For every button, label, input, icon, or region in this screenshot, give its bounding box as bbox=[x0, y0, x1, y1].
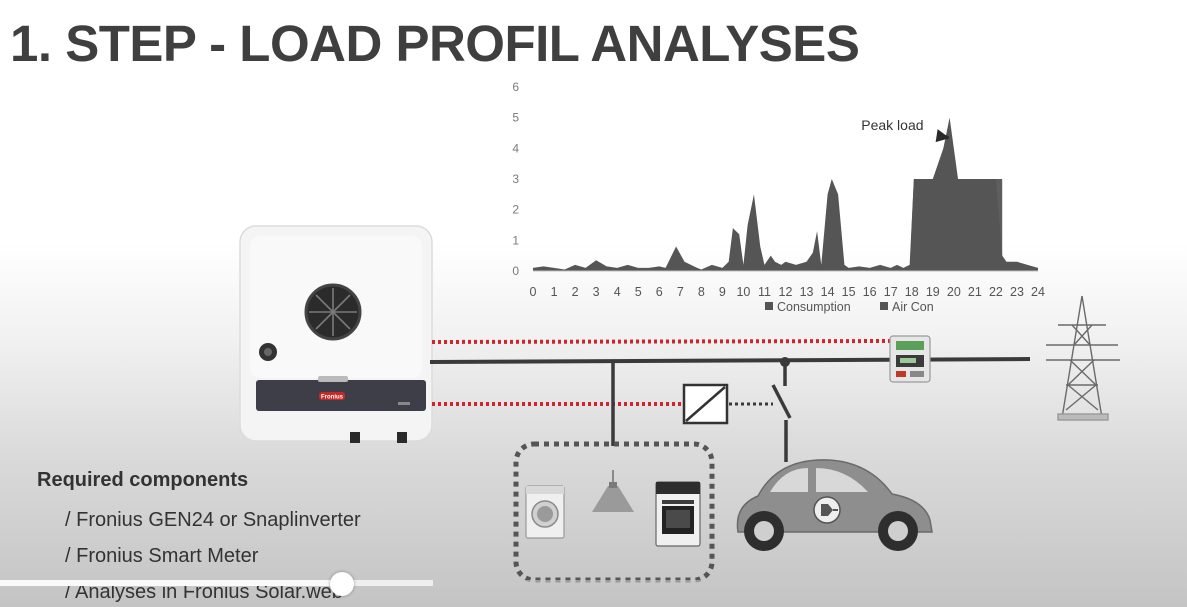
y-tick-label: 6 bbox=[512, 80, 519, 94]
x-tick-label: 14 bbox=[821, 285, 835, 299]
y-axis-ticks: 0 1 2 3 4 5 6 bbox=[512, 80, 519, 278]
slide-title: 1. STEP - LOAD PROFIL ANALYSES bbox=[10, 15, 860, 72]
y-tick-label: 2 bbox=[512, 203, 519, 217]
legend-swatch bbox=[880, 302, 888, 310]
switch-icon bbox=[771, 384, 792, 419]
x-tick-label: 22 bbox=[989, 285, 1003, 299]
x-tick-label: 5 bbox=[635, 285, 642, 299]
annotation-arrowhead bbox=[935, 129, 950, 143]
y-tick-label: 1 bbox=[512, 233, 519, 247]
x-tick-label: 20 bbox=[947, 285, 961, 299]
relay-icon bbox=[682, 383, 729, 425]
progress-track[interactable] bbox=[0, 580, 1187, 586]
video-progress-bar[interactable] bbox=[0, 572, 1187, 596]
inverter-icon: Fronius bbox=[239, 225, 433, 443]
x-tick-label: 10 bbox=[736, 285, 750, 299]
x-tick-label: 6 bbox=[656, 285, 663, 299]
washing-machine-icon bbox=[525, 485, 565, 539]
x-tick-label: 4 bbox=[614, 285, 621, 299]
x-tick-label: 12 bbox=[779, 285, 793, 299]
x-tick-label: 9 bbox=[719, 285, 726, 299]
x-tick-label: 21 bbox=[968, 285, 982, 299]
component-item: / Fronius GEN24 or Snaplinverter bbox=[65, 509, 361, 531]
ceiling-lamp-icon bbox=[592, 470, 634, 512]
x-tick-label: 17 bbox=[884, 285, 898, 299]
x-tick-label: 16 bbox=[863, 285, 877, 299]
component-item: / Analyses in Fronius Solar.web bbox=[65, 581, 343, 603]
x-tick-label: 1 bbox=[551, 285, 558, 299]
x-tick-label: 0 bbox=[530, 285, 537, 299]
progress-scrubber-handle[interactable] bbox=[329, 572, 354, 596]
smart-meter-icon bbox=[889, 335, 931, 383]
legend-label: Consumption bbox=[777, 300, 851, 314]
x-tick-label: 11 bbox=[758, 285, 771, 299]
x-tick-label: 19 bbox=[926, 285, 940, 299]
y-tick-label: 5 bbox=[512, 111, 519, 125]
x-tick-label: 13 bbox=[800, 285, 814, 299]
x-tick-label: 2 bbox=[572, 285, 579, 299]
x-tick-label: 3 bbox=[593, 285, 600, 299]
x-tick-label: 24 bbox=[1031, 285, 1045, 299]
component-item: / Fronius Smart Meter bbox=[65, 545, 259, 567]
chart-legend: Consumption Air Con bbox=[765, 300, 934, 314]
chart-annotations: Peak load bbox=[861, 117, 950, 143]
inverter-brand: Fronius bbox=[321, 395, 344, 401]
legend-swatch bbox=[765, 302, 773, 310]
annotation-label: Peak load bbox=[861, 117, 923, 133]
progress-played bbox=[0, 580, 342, 586]
x-tick-label: 18 bbox=[905, 285, 919, 299]
data-link-meter bbox=[431, 339, 891, 344]
x-tick-label: 15 bbox=[842, 285, 856, 299]
stove-icon bbox=[655, 481, 701, 547]
y-tick-label: 4 bbox=[512, 141, 519, 155]
components-list: / Fronius GEN24 or Snaplinverter / Froni… bbox=[37, 502, 437, 607]
power-line bbox=[429, 357, 1031, 364]
household-loads-group bbox=[513, 441, 715, 583]
x-tick-label: 23 bbox=[1010, 285, 1024, 299]
x-tick-label: 7 bbox=[677, 285, 684, 299]
chart-area-layer bbox=[533, 117, 1038, 272]
power-pylon-icon bbox=[1046, 295, 1120, 421]
required-components-section: Required components / Fronius GEN24 or S… bbox=[37, 466, 437, 607]
legend-label: Air Con bbox=[892, 300, 934, 314]
electric-car-icon bbox=[736, 459, 933, 551]
series-area-air-con bbox=[909, 179, 1003, 271]
components-heading: Required components bbox=[37, 469, 249, 491]
y-tick-label: 0 bbox=[512, 264, 519, 278]
y-tick-label: 3 bbox=[512, 172, 519, 186]
x-tick-label: 8 bbox=[698, 285, 705, 299]
